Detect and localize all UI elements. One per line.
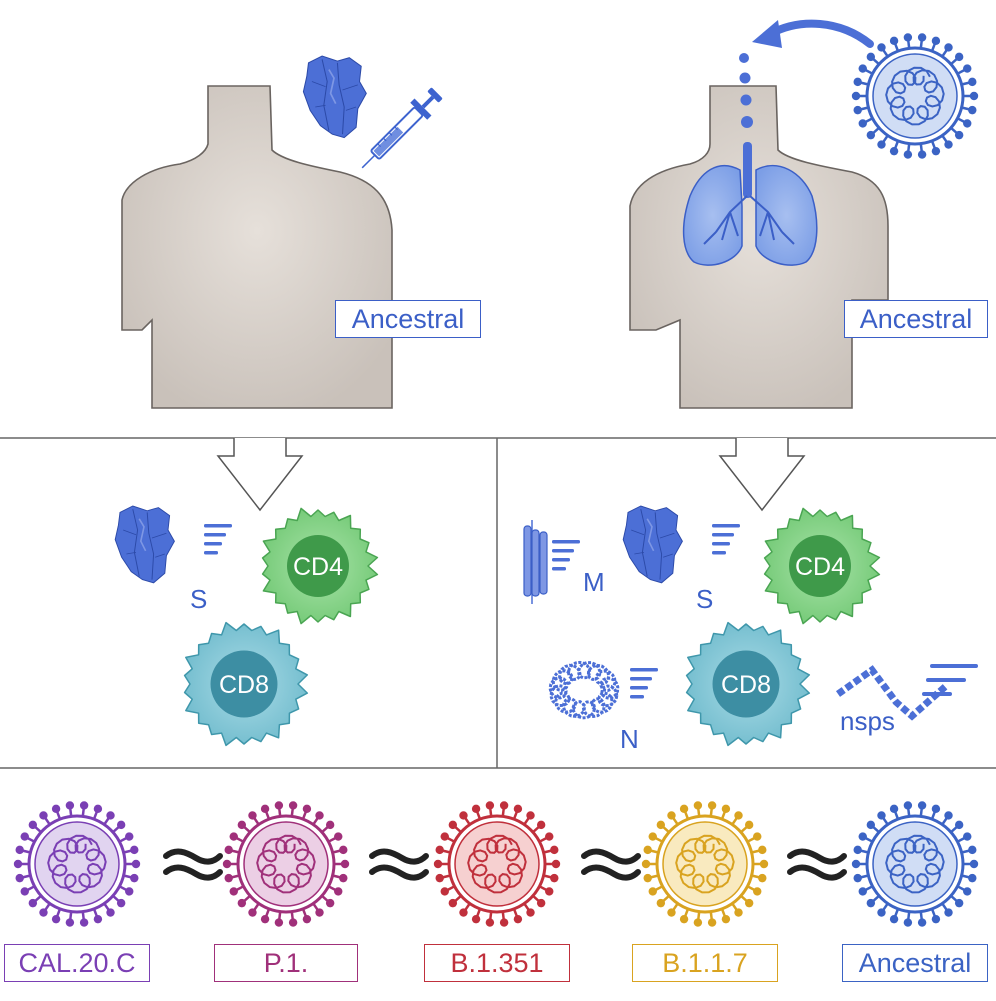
variant-virus-icon — [13, 801, 141, 927]
torso-left — [121, 85, 393, 409]
droplets — [739, 53, 753, 128]
approx-equal-icon — [369, 848, 429, 881]
variant-virus-icon — [641, 801, 769, 927]
approx-equal-icon — [787, 848, 847, 881]
lungs-icon — [682, 142, 818, 266]
approx-equal-icon — [581, 848, 641, 881]
down-arrow-icon — [718, 438, 806, 512]
cell-label: CD4 — [795, 553, 845, 581]
membrane-protein-icon — [523, 520, 548, 604]
syringe-icon — [361, 87, 443, 169]
variant-label-ancestral: Ancestral — [842, 944, 988, 982]
spike-protein-icon — [114, 505, 176, 584]
cd8-cell-icon: CD8 — [685, 621, 811, 747]
nucleocapsid-icon — [548, 660, 620, 720]
epitope-lines — [712, 524, 740, 555]
ancestral-label-left: Ancestral — [335, 300, 481, 338]
nucleocapsid-label: N — [620, 724, 639, 754]
variant-virus-icon — [433, 801, 561, 927]
variant-virus-icon — [222, 801, 350, 927]
cd4-cell-icon: CD4 — [763, 507, 881, 625]
spike-label: S — [696, 584, 713, 614]
approx-equal-icon — [163, 848, 223, 881]
epitope-lines — [630, 668, 658, 699]
membrane-label: M — [583, 567, 605, 597]
cd4-cell-icon: CD4 — [261, 507, 379, 625]
cd8-cell-icon: CD8 — [183, 621, 309, 747]
curved-arrow-icon — [752, 19, 874, 48]
variant-label-p1: P.1. — [214, 944, 358, 982]
nsps-label: nsps — [840, 706, 895, 736]
down-arrow-icon — [216, 438, 304, 512]
cell-label: CD4 — [293, 553, 343, 581]
epitope-lines — [204, 524, 232, 555]
ancestral-label-right: Ancestral — [844, 300, 988, 338]
epitope-lines — [552, 540, 580, 571]
variant-label-b117: B.1.1.7 — [632, 944, 778, 982]
variant-label-cal20c: CAL.20.C — [4, 944, 150, 982]
variant-virus-icon — [851, 801, 979, 927]
spike-label: S — [190, 584, 207, 614]
virus-icon — [851, 33, 979, 159]
cell-label: CD8 — [219, 671, 269, 699]
variant-viruses — [13, 801, 979, 927]
variant-label-b1351: B.1.351 — [424, 944, 570, 982]
cell-label: CD8 — [721, 671, 771, 699]
spike-protein-icon — [622, 505, 684, 584]
nsps-icon — [835, 664, 978, 721]
spike-protein-icon — [302, 55, 368, 139]
